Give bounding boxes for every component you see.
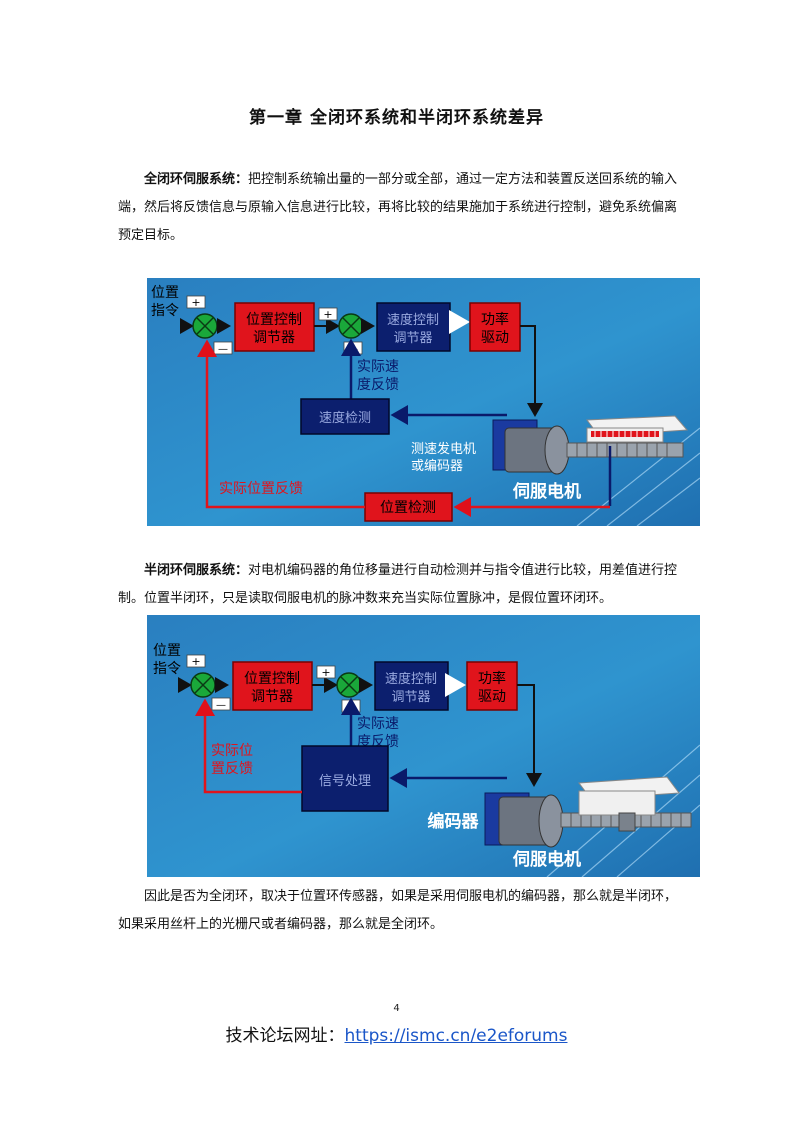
speed-feedback-label-line2: 度反馈 xyxy=(357,377,399,393)
svg-text:调节器: 调节器 xyxy=(391,690,430,705)
input-label-line2: 指令 xyxy=(151,303,179,319)
svg-text:功率: 功率 xyxy=(478,670,506,687)
term-full-closed-loop: 全闭环伺服系统： xyxy=(144,172,249,187)
svg-text:调节器: 调节器 xyxy=(253,330,295,346)
input-label-line1: 位置 xyxy=(151,285,179,301)
position-controller-block xyxy=(234,302,315,352)
tachometer-label-line1: 测速发电机 xyxy=(411,441,476,457)
power-driver-block xyxy=(469,302,521,352)
svg-text:+: + xyxy=(191,296,200,309)
definition-full-closed-loop: 把控制系统输出量的一部分或全部，通过一定方法和装置反送回系统的输入端，然后将反馈… xyxy=(118,172,678,243)
position-controller-block xyxy=(232,661,313,711)
page-title: 第一章 全闭环系统和半闭环系统差异 xyxy=(249,108,544,128)
svg-text:位置控制: 位置控制 xyxy=(244,671,300,687)
servo-motor-label: 伺服电机 xyxy=(512,481,581,502)
plus-sign-1 xyxy=(186,295,206,309)
paragraph-semi-closed-loop: 半闭环伺服系统：对电机编码器的角位移量进行自动检测并与指令值进行比较，用差值进行… xyxy=(118,557,678,613)
semi-closed-loop-diagram: 位置 指令 + — 位置控制 调节器 + — 速度控制 调节器 功率 驱动 实际… xyxy=(147,615,700,877)
svg-text:+: + xyxy=(321,666,330,679)
svg-text:—: — xyxy=(216,700,226,711)
full-closed-loop-diagram: 位置 指令 + — 位置控制 调节器 + — 速度控制 调节器 功率 驱动 实际… xyxy=(147,278,700,526)
paragraph-full-closed-loop: 全闭环伺服系统：把控制系统输出量的一部分或全部，通过一定方法和装置反送回系统的输… xyxy=(118,166,678,250)
svg-text:调节器: 调节器 xyxy=(251,689,293,705)
paragraph-conclusion: 因此是否为全闭环，取决于位置环传感器，如果是采用伺服电机的编码器，那么就是半闭环… xyxy=(118,889,678,932)
servo-motor-illustration xyxy=(484,776,692,848)
svg-text:调节器: 调节器 xyxy=(393,331,432,346)
speed-detection-block xyxy=(300,398,390,435)
page-number: 4 xyxy=(393,1003,400,1014)
svg-text:—: — xyxy=(218,344,228,355)
input-label-line2: 指令 xyxy=(153,661,181,677)
servo-motor-label: 伺服电机 xyxy=(512,849,581,870)
svg-text:速度检测: 速度检测 xyxy=(319,410,371,426)
plus-sign-2 xyxy=(316,665,336,679)
servo-motor-illustration xyxy=(492,415,689,475)
position-feedback-label: 实际位置反馈 xyxy=(219,481,303,497)
footer-label: 技术论坛网址： xyxy=(225,1026,345,1046)
tachometer-label-line2: 或编码器 xyxy=(411,459,463,474)
signal-processing-block xyxy=(301,745,389,812)
encoder-label: 编码器 xyxy=(428,811,480,832)
position-feedback-label-line1: 实际位 xyxy=(211,743,253,759)
definition-semi-closed-loop: 对电机编码器的角位移量进行自动检测并与指令值进行比较，用差值进行控制。位置半闭环… xyxy=(118,563,678,606)
speed-feedback-label-line1: 实际速 xyxy=(357,716,399,732)
speed-feedback-label-line1: 实际速 xyxy=(357,359,399,375)
term-semi-closed-loop: 半闭环伺服系统： xyxy=(144,563,249,578)
svg-text:位置控制: 位置控制 xyxy=(246,312,302,328)
plus-sign-2 xyxy=(318,307,338,321)
svg-text:驱动: 驱动 xyxy=(478,689,506,705)
forum-link[interactable]: https://ismc.cn/e2eforums xyxy=(344,1026,568,1046)
svg-text:功率: 功率 xyxy=(481,311,509,328)
svg-text:+: + xyxy=(191,655,200,668)
power-driver-block xyxy=(466,661,518,711)
svg-text:驱动: 驱动 xyxy=(481,330,509,346)
plus-sign-1 xyxy=(186,654,206,668)
svg-text:速度控制: 速度控制 xyxy=(385,671,437,687)
svg-text:速度控制: 速度控制 xyxy=(387,312,439,328)
position-feedback-label-line2: 置反馈 xyxy=(211,761,253,777)
footer: 技术论坛网址：https://ismc.cn/e2eforums xyxy=(0,1021,793,1046)
diagram-background xyxy=(147,615,700,877)
svg-text:位置检测: 位置检测 xyxy=(380,500,436,516)
svg-text:—: — xyxy=(348,344,358,355)
input-label-line1: 位置 xyxy=(153,643,181,659)
svg-text:+: + xyxy=(323,308,332,321)
position-detection-block xyxy=(364,492,453,522)
svg-text:信号处理: 信号处理 xyxy=(319,774,371,789)
